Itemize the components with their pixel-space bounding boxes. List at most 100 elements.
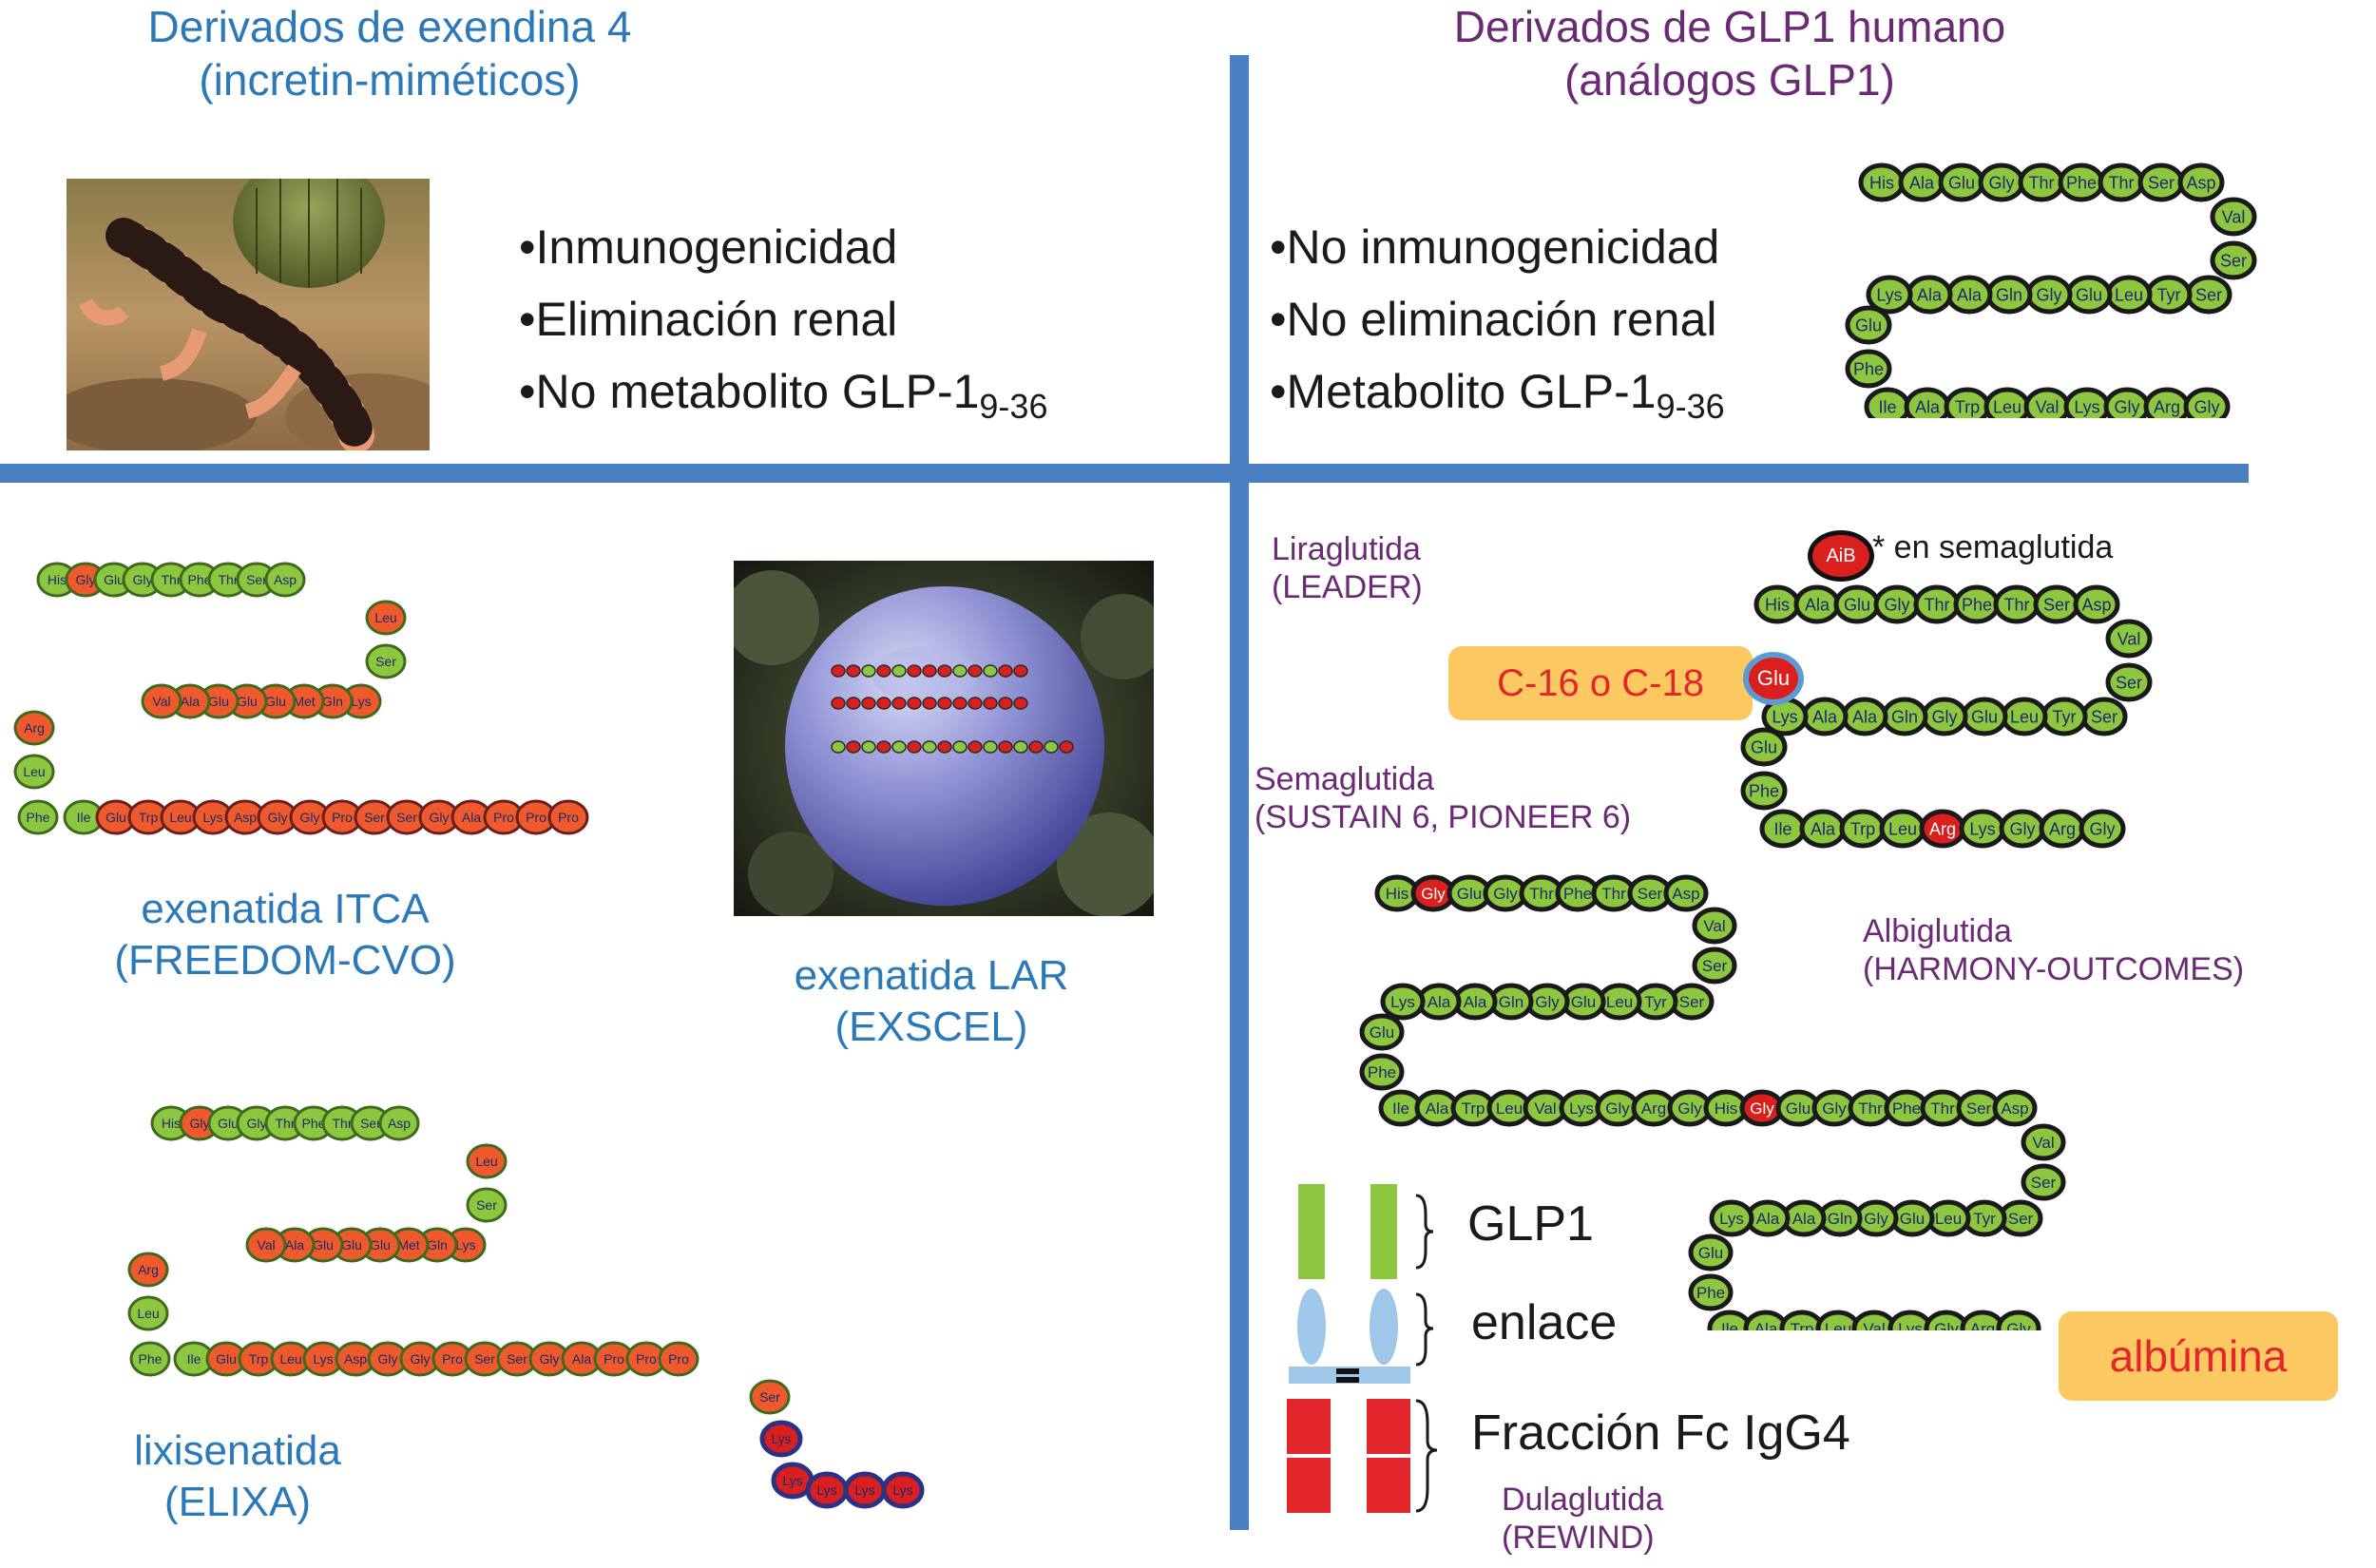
amino-acid-bead	[2021, 1123, 2066, 1161]
amino-acid-label: Trp	[249, 1351, 269, 1367]
amino-acid-label: Gly	[2037, 285, 2062, 304]
amino-acid-bead	[127, 1295, 169, 1331]
amino-acid-label: Lys	[771, 1431, 791, 1446]
hinge-bar	[1289, 1367, 1410, 1384]
amino-acid-label: Ser	[1679, 993, 1705, 1011]
lar-label: exenatida LAR (EXSCEL)	[794, 952, 1069, 1050]
microsphere-bead	[1059, 740, 1074, 754]
microsphere-bead	[968, 664, 983, 678]
microsphere-bead	[937, 664, 952, 678]
legend-glp1-label: GLP1	[1467, 1196, 1594, 1252]
amino-acid-bead	[759, 1420, 803, 1458]
amino-acid-label: Ser	[2091, 707, 2117, 726]
amino-acid-label: Gln	[322, 694, 343, 709]
amino-acid-label: Gln	[1891, 707, 1918, 726]
amino-acid-label: His	[1386, 885, 1409, 903]
amino-acid-label: Lys	[351, 694, 371, 709]
amino-acid-label: Leu	[1606, 993, 1633, 1011]
microsphere-bead	[861, 664, 876, 678]
right-bullet-2: •No eliminación renal	[1270, 293, 1717, 346]
amino-acid-label: Pro	[493, 810, 514, 825]
microsphere-bead	[907, 664, 922, 678]
microsphere-bead	[952, 740, 968, 754]
amino-acid-label: His	[1715, 1100, 1738, 1118]
microsphere-bead	[891, 740, 907, 754]
amino-acid-label: Ala	[1754, 1320, 1778, 1330]
amino-acid-label: Gly	[2010, 819, 2036, 838]
amino-acid-label: Gly	[76, 572, 96, 587]
amino-acid-label: Glu	[370, 1237, 391, 1252]
lixi-label: lixisenatida (ELIXA)	[134, 1427, 341, 1525]
microsphere-bead	[983, 697, 998, 710]
amino-acid-label: Ser	[396, 810, 417, 825]
amino-acid-bead	[1359, 1013, 1405, 1051]
amino-acid-label: Ser	[507, 1351, 527, 1367]
amino-acid-label: Gly	[190, 1116, 210, 1131]
amino-acid-label: Glu	[1751, 737, 1777, 756]
amino-acid-bead	[1866, 275, 1913, 315]
amino-acid-label: Ala	[1957, 285, 1983, 304]
amino-acid-label: Leu	[23, 764, 45, 779]
amino-acid-bead	[264, 562, 306, 598]
amino-acid-bead	[1996, 1310, 2041, 1330]
amino-acid-bead	[141, 683, 182, 719]
amino-acid-label: Glu	[1786, 1100, 1811, 1118]
amino-acid-label: Gly	[1885, 595, 1910, 614]
glp1-segment-right	[1370, 1184, 1397, 1279]
amino-acid-label: Gly	[1535, 993, 1560, 1011]
amino-acid-label: Gly	[1605, 1100, 1630, 1118]
microsphere-bead	[846, 664, 861, 678]
amino-acid-label: Glu	[1571, 993, 1596, 1011]
legend-fc-label: Fracción Fc IgG4	[1471, 1405, 1850, 1461]
amino-acid-label: Phe	[1853, 359, 1884, 378]
amino-acid-label: Gly	[1421, 885, 1446, 903]
legend-linker-label: enlace	[1471, 1295, 1618, 1350]
amino-acid-label: Gly	[300, 810, 320, 825]
amino-acid-label: Thr	[162, 572, 182, 587]
amino-acid-label: Trp	[1955, 397, 1980, 416]
amino-acid-label: Lys	[1772, 707, 1797, 726]
left-header: Derivados de exendina 4 (incretin-miméti…	[57, 0, 722, 106]
amino-acid-label: Gly	[540, 1351, 560, 1367]
amino-acid-label: Glu	[237, 694, 258, 709]
microsphere-bead	[907, 697, 922, 710]
amino-acid-label: Asp	[344, 1351, 367, 1367]
amino-acid-bead	[2021, 1163, 2066, 1201]
amino-acid-label: Ala	[1805, 595, 1830, 614]
glu-linker-bead: Glu	[1743, 652, 1804, 705]
amino-acid-bead	[2079, 809, 2126, 849]
amino-acid-label: Ala	[1811, 819, 1836, 838]
amino-acid-label: Ala	[1426, 1100, 1449, 1118]
amino-acid-label: Gly	[411, 1351, 431, 1367]
microsphere-chain	[831, 664, 1074, 754]
amino-acid-label: Gly	[2006, 1320, 2031, 1330]
amino-acid-label: Ala	[1909, 173, 1935, 192]
amino-acid-label: Ile	[1878, 397, 1896, 416]
semaglutide-label: Semaglutida (SUSTAIN 6, PIONEER 6)	[1255, 761, 1632, 835]
amino-acid-label: Gln	[1828, 1210, 1852, 1228]
disulfide-bond-1	[1336, 1368, 1359, 1374]
brace-linker	[1415, 1292, 1434, 1367]
amino-acid-bead	[2105, 619, 2153, 659]
amino-acid-label: Thr	[219, 572, 239, 587]
amino-acid-label: Gly	[1493, 885, 1518, 903]
itca-label: exenatida ITCA (FREEDOM-CVO)	[114, 886, 456, 984]
amino-acid-bead	[1663, 874, 1709, 912]
amino-acid-label: Glu	[313, 1237, 334, 1252]
amino-acid-label: Ile	[187, 1351, 201, 1367]
amino-acid-label: Ser	[2043, 595, 2070, 614]
amino-acid-label: Ser	[246, 572, 267, 587]
amino-acid-label: Ile	[1721, 1320, 1738, 1330]
amino-acid-label: Tyr	[2157, 285, 2181, 304]
microsphere-bead	[983, 664, 998, 678]
amino-acid-label: Tyr	[1644, 993, 1667, 1011]
amino-acid-label: Gly	[247, 1116, 267, 1131]
amino-acid-label: Ile	[77, 810, 91, 825]
amino-acid-label: Arg	[2154, 397, 2180, 416]
amino-acid-label: Met	[293, 694, 315, 709]
dulaglutide-schematic	[1287, 1184, 1438, 1513]
amino-acid-bead	[1709, 1199, 1754, 1237]
microsphere-bead	[952, 697, 968, 710]
